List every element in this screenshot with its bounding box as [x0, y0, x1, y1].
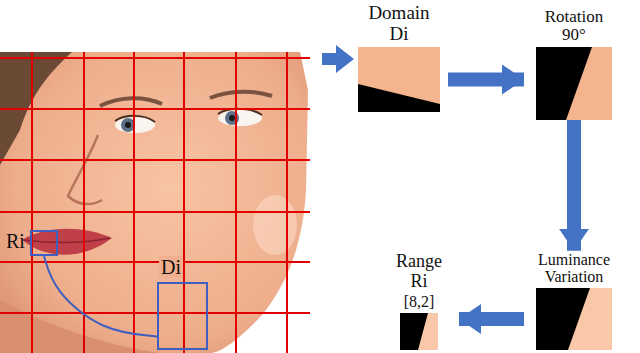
tile-node: Rotation 90° [524, 8, 624, 120]
region-label: Ri [4, 230, 27, 252]
tile-heading: [8,2] [389, 293, 449, 311]
tile-node: Luminance Variation [524, 251, 624, 350]
tile-heading: Rotation 90° [534, 8, 614, 45]
tile-node: Domain Di [350, 3, 448, 112]
block-arrow [322, 45, 354, 73]
tile-area [358, 47, 440, 112]
domain-tile [358, 47, 440, 112]
block-arrow [459, 312, 524, 326]
tile-area [536, 288, 612, 350]
block-arrow [448, 73, 524, 87]
face [0, 52, 308, 353]
grid-lines [0, 52, 310, 353]
region-label: Di [159, 256, 183, 278]
tile-heading: Range Ri [389, 252, 449, 292]
tile-area [536, 47, 612, 120]
lips [22, 229, 112, 255]
block-arrow [567, 120, 581, 251]
tile-heading: Luminance Variation [529, 251, 619, 286]
tile-area [400, 313, 438, 350]
tile-node: Range Ri[8,2] [379, 252, 459, 350]
luminance-tile [536, 288, 612, 350]
range-tile [400, 313, 438, 350]
mapping-arc [44, 256, 157, 336]
tile-heading: Domain Di [362, 3, 437, 45]
neck-shade [0, 300, 160, 353]
rotated-tile [536, 47, 612, 120]
region-box: Ri [30, 230, 58, 256]
region-box: Di [157, 282, 208, 350]
